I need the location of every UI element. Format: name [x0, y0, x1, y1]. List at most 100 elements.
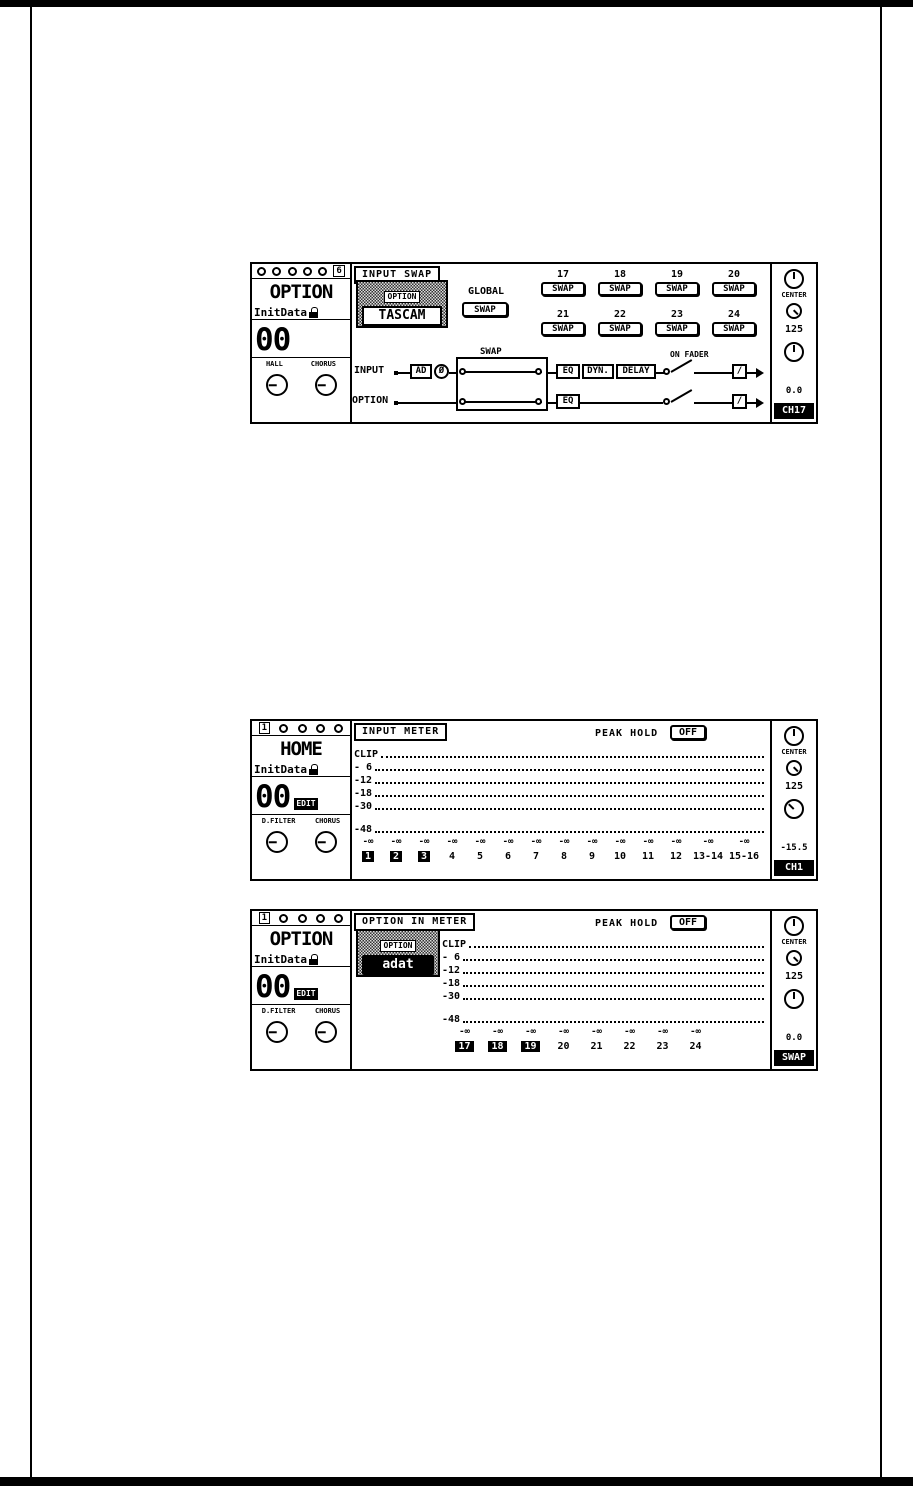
swap-button-ch24[interactable]: SWAP — [712, 322, 756, 336]
swap-badge: SWAP — [774, 1050, 814, 1066]
swap-button-ch23[interactable]: SWAP — [655, 322, 699, 336]
swap-button-ch18[interactable]: SWAP — [598, 282, 642, 296]
swap-button-ch22[interactable]: SWAP — [598, 322, 642, 336]
channel-label[interactable]: 3 — [417, 851, 431, 862]
fader-knob-icon — [784, 799, 804, 819]
effect1-knob-icon — [265, 1021, 288, 1043]
channel-label[interactable]: 4 — [448, 851, 456, 862]
effect1-label: HALL — [265, 360, 283, 368]
channel-label[interactable]: 19 — [521, 1041, 540, 1052]
scale-label: -12 — [354, 775, 373, 786]
level-value: -∞ — [418, 837, 430, 847]
channel-label[interactable]: 2 — [389, 851, 403, 862]
flow-wire — [398, 402, 456, 404]
global-swap-button[interactable]: SWAP — [462, 302, 508, 317]
channel-label[interactable]: 15-16 — [728, 851, 760, 862]
channel-badge: CH17 — [774, 403, 814, 419]
flow-on-fader-label: ON FADER — [670, 350, 709, 359]
layer-badge: 1 — [258, 912, 271, 924]
meter-scale-row: CLIP — [442, 939, 764, 950]
flow-node — [394, 371, 398, 375]
meter-scale-row: - 6 — [354, 762, 764, 773]
channel-label[interactable]: 8 — [560, 851, 568, 862]
meter-level-row: -∞ -∞ -∞ -∞ -∞ -∞ -∞ -∞ — [448, 1027, 712, 1037]
preset-number: 00 — [255, 779, 291, 815]
fader-value: -15.5 — [780, 843, 808, 853]
channel-label[interactable]: 13-14 — [692, 851, 724, 862]
level-value: -∞ — [614, 837, 626, 847]
channel-number-19: 19 — [670, 269, 684, 280]
main-input-meter: INPUT METER PEAK HOLD OFF CLIP - 6 -12 -… — [352, 721, 770, 879]
preset-number: 00 — [255, 969, 291, 1005]
channel-label[interactable]: 6 — [504, 851, 512, 862]
channel-label[interactable]: 1 — [361, 851, 375, 862]
meter-scale-row: -12 — [354, 775, 764, 786]
fader-knob-icon — [784, 989, 804, 1009]
effect-knobs — [252, 374, 350, 396]
effect1-knob-icon — [265, 374, 288, 396]
sidebar-meter-icons: 6 — [252, 264, 350, 279]
effect1-label: D.FILTER — [261, 817, 296, 825]
channel-number-17: 17 — [556, 269, 570, 280]
page-border-right — [880, 7, 882, 1477]
effect2-knob-icon — [314, 374, 337, 396]
level-value: -∞ — [690, 1027, 701, 1037]
swap-button-ch21[interactable]: SWAP — [541, 322, 585, 336]
channel-label[interactable]: 7 — [532, 851, 540, 862]
preset-name: InitData — [254, 762, 307, 776]
mini-knob-icon — [302, 266, 312, 276]
sidebar-meter-icons: 1 — [252, 721, 350, 736]
selected-channel-panel: CENTER 125 -15.5 CH1 — [770, 721, 816, 879]
channel-label[interactable]: 23 — [656, 1041, 669, 1052]
channel-label[interactable]: 5 — [476, 851, 484, 862]
swap-button-ch17[interactable]: SWAP — [541, 282, 585, 296]
channel-label[interactable]: 12 — [669, 851, 683, 862]
option-card-value: TASCAM — [362, 306, 442, 326]
channel-label[interactable]: 11 — [641, 851, 655, 862]
peak-hold-off-button[interactable]: OFF — [670, 915, 706, 930]
channel-label[interactable]: 18 — [488, 1041, 507, 1052]
peak-hold-off-button[interactable]: OFF — [670, 725, 706, 740]
fader-value: 0.0 — [785, 1033, 803, 1043]
channel-row: 17 18 19 20 21 22 23 24 — [448, 1041, 712, 1052]
scale-label: -18 — [442, 978, 461, 989]
meter-dotted-line — [463, 998, 764, 1000]
flow-input-label: INPUT — [354, 365, 385, 376]
flow-phase-block: Ø — [434, 364, 449, 379]
channel-label[interactable]: 21 — [590, 1041, 603, 1052]
swap-button-ch19[interactable]: SWAP — [655, 282, 699, 296]
flow-fader-icon: / — [732, 364, 747, 379]
flow-switch-node — [663, 398, 670, 405]
flow-node — [459, 398, 466, 405]
flow-ad-block: AD — [410, 364, 432, 379]
channel-label[interactable]: 24 — [689, 1041, 702, 1052]
level-value: -∞ — [362, 837, 374, 847]
freq-value: 125 — [784, 324, 804, 335]
freq-value: 125 — [784, 971, 804, 982]
meter-dotted-line — [375, 795, 764, 797]
channel-label[interactable]: 10 — [613, 851, 627, 862]
flow-delay-block: DELAY — [616, 364, 656, 379]
swap-button-ch20[interactable]: SWAP — [712, 282, 756, 296]
flow-wire — [656, 372, 664, 374]
preset-number-row: 00 EDIT — [252, 967, 350, 1005]
meter-scale-row: -18 — [442, 978, 764, 989]
level-value: -∞ — [657, 1027, 668, 1037]
effect2-label: CHORUS — [310, 360, 337, 368]
mode-name: OPTION — [269, 281, 334, 303]
channel-label[interactable]: 20 — [557, 1041, 570, 1052]
selected-channel-panel: CENTER 125 0.0 SWAP — [770, 911, 816, 1069]
meter-dotted-line — [375, 808, 764, 810]
mini-knob-icon — [297, 913, 307, 923]
channel-label[interactable]: 17 — [455, 1041, 474, 1052]
scale-label: -48 — [354, 824, 373, 835]
effect-knob-labels: D.FILTER CHORUS — [252, 1007, 350, 1018]
channel-number-20: 20 — [727, 269, 741, 280]
option-card-label: OPTION — [379, 940, 417, 952]
fader-knob-icon — [784, 342, 804, 362]
channel-label[interactable]: 9 — [588, 851, 596, 862]
channel-label[interactable]: 22 — [623, 1041, 636, 1052]
mini-knob-icon — [297, 723, 307, 733]
mini-knob-icon — [316, 723, 326, 733]
